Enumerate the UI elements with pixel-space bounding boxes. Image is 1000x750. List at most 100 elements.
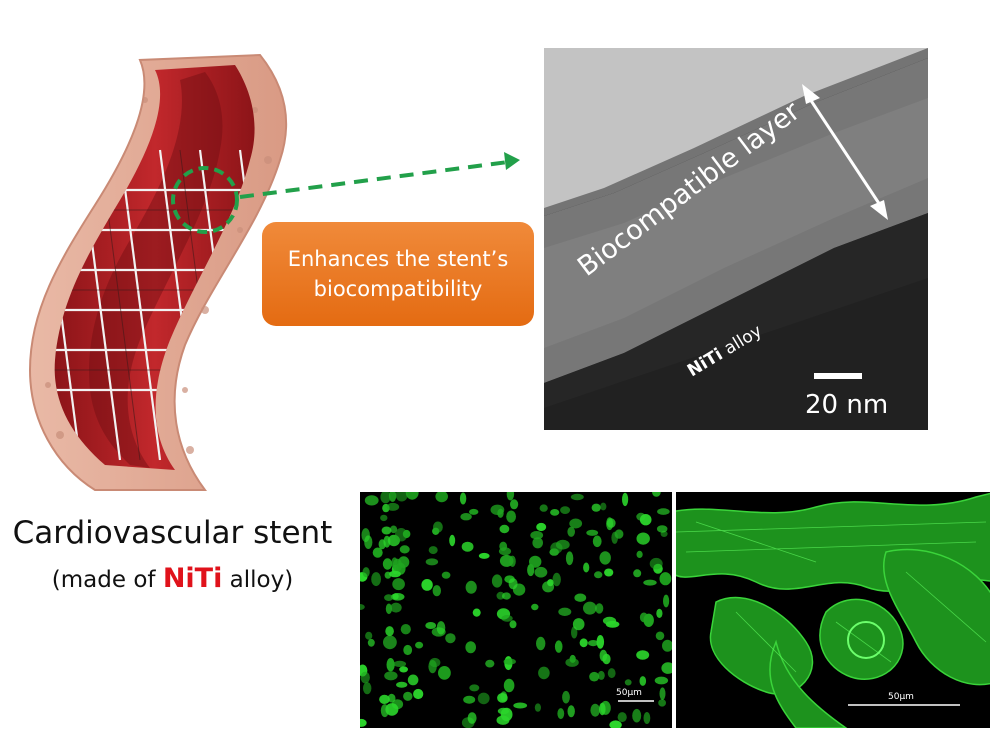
cell bbox=[643, 712, 651, 724]
cell bbox=[477, 692, 490, 705]
cell bbox=[643, 579, 657, 586]
cell bbox=[405, 492, 419, 500]
cell bbox=[380, 514, 388, 522]
cell bbox=[600, 502, 607, 511]
cell bbox=[403, 691, 413, 701]
cell bbox=[390, 602, 402, 613]
cell bbox=[467, 712, 477, 724]
cell bbox=[393, 660, 407, 667]
micro-right-scale-bar bbox=[848, 704, 960, 706]
cell bbox=[583, 601, 597, 615]
cell bbox=[465, 641, 476, 654]
cell bbox=[449, 534, 456, 547]
cell bbox=[399, 545, 410, 554]
cell bbox=[441, 571, 451, 579]
cell bbox=[385, 626, 394, 637]
cell bbox=[558, 607, 572, 616]
cell bbox=[469, 508, 479, 515]
cell bbox=[372, 547, 383, 558]
cell bbox=[389, 570, 401, 578]
cell bbox=[636, 532, 650, 545]
cell bbox=[499, 524, 510, 534]
cell bbox=[591, 503, 601, 512]
cell bbox=[588, 640, 599, 647]
cell bbox=[567, 526, 575, 537]
cell bbox=[380, 492, 391, 504]
cell bbox=[384, 594, 394, 601]
cell bbox=[501, 615, 513, 622]
cell bbox=[583, 562, 590, 573]
cell bbox=[367, 638, 375, 647]
fluorescence-micrograph-low-mag: 50μm bbox=[360, 492, 672, 728]
cell bbox=[459, 492, 467, 505]
callout-line-2: biocompatibility bbox=[313, 277, 483, 301]
cell bbox=[529, 555, 542, 568]
cell bbox=[472, 608, 481, 617]
cell bbox=[607, 668, 616, 679]
cell-field bbox=[360, 492, 672, 728]
caption-sub-suffix: alloy) bbox=[222, 567, 294, 593]
cell bbox=[557, 708, 565, 720]
cell bbox=[560, 506, 571, 514]
cell bbox=[371, 572, 381, 587]
cell bbox=[363, 682, 372, 695]
cell bbox=[595, 603, 604, 614]
cell bbox=[611, 531, 618, 544]
cell bbox=[552, 572, 561, 587]
cell bbox=[392, 578, 405, 591]
cell bbox=[429, 657, 441, 668]
cell bbox=[364, 535, 373, 549]
cell bbox=[655, 631, 665, 641]
cell bbox=[360, 718, 367, 727]
cell bbox=[632, 708, 642, 723]
cell bbox=[428, 546, 438, 555]
cell bbox=[500, 691, 508, 702]
cell bbox=[590, 703, 600, 717]
cell bbox=[606, 518, 616, 528]
cell bbox=[386, 502, 400, 511]
cell bbox=[555, 539, 570, 550]
cell bbox=[445, 633, 456, 644]
cell bbox=[392, 593, 399, 600]
cell bbox=[465, 580, 477, 594]
cell bbox=[460, 513, 472, 521]
cell bbox=[570, 493, 584, 501]
cell bbox=[509, 620, 517, 629]
cell bbox=[386, 658, 395, 672]
cell bbox=[586, 529, 599, 536]
caption-sub-prefix: (made of bbox=[51, 567, 163, 593]
cell bbox=[433, 521, 443, 533]
cell bbox=[547, 579, 554, 587]
cell bbox=[399, 666, 408, 673]
cell bbox=[656, 608, 663, 618]
cell bbox=[663, 594, 670, 608]
cell bbox=[503, 678, 515, 693]
cell bbox=[383, 635, 397, 650]
cell bbox=[491, 574, 503, 588]
cell bbox=[639, 676, 647, 686]
cell bbox=[365, 631, 373, 640]
cell bbox=[596, 635, 605, 649]
cell bbox=[513, 702, 528, 709]
cell bbox=[506, 510, 516, 523]
cell bbox=[364, 495, 379, 506]
cell bbox=[400, 624, 411, 635]
cell bbox=[435, 492, 448, 503]
cell bbox=[385, 603, 392, 615]
cell bbox=[360, 671, 370, 684]
cell bbox=[617, 712, 627, 723]
cell bbox=[599, 702, 606, 716]
cell bbox=[382, 558, 393, 570]
cell bbox=[562, 690, 570, 704]
cell bbox=[391, 557, 398, 569]
stent-caption-title: Cardiovascular stent bbox=[12, 515, 333, 551]
cell bbox=[396, 681, 408, 688]
cell bbox=[385, 703, 399, 716]
cell bbox=[565, 658, 579, 667]
cell bbox=[388, 492, 397, 502]
cell bbox=[506, 492, 515, 501]
cell bbox=[407, 674, 419, 686]
cell bbox=[592, 535, 602, 548]
cell bbox=[436, 621, 446, 635]
cell bbox=[574, 593, 587, 602]
